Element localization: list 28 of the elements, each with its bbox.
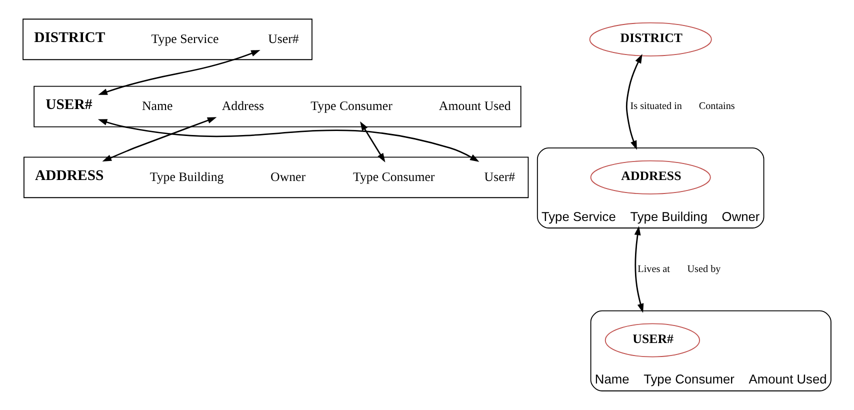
- node-text: User#: [484, 170, 516, 184]
- label: Contains: [698, 101, 735, 112]
- cluster: [24, 156, 529, 198]
- node-text: Address: [222, 98, 264, 113]
- arrow: [98, 119, 480, 162]
- node-text: Type Consumer: [353, 170, 435, 184]
- arrow: [626, 54, 642, 150]
- arrow: [102, 117, 217, 162]
- arrow: [98, 50, 260, 95]
- node-text: Type Service: [151, 32, 219, 46]
- node-text: USER#: [46, 97, 92, 114]
- node-text: DISTRICT: [34, 30, 106, 46]
- node-text: User#: [268, 32, 299, 46]
- node-ellipse: USER#: [604, 323, 700, 358]
- edge-label: Is situated in: [630, 101, 682, 112]
- arrow: [360, 121, 386, 162]
- node-ellipse: DISTRICT: [589, 22, 712, 56]
- node-text: Owner: [270, 170, 306, 184]
- node-text: Name: [142, 98, 173, 113]
- arrow: [634, 226, 644, 313]
- node-ellipse: ADDRESS: [590, 160, 711, 194]
- node-text: ADDRESS: [35, 168, 104, 184]
- node-text: Type Consumer: [310, 98, 392, 113]
- node-text: Amount Used: [438, 98, 511, 113]
- label: Used by: [687, 264, 721, 275]
- node-text: Type Building: [150, 170, 224, 184]
- edge-label: Lives at: [638, 264, 670, 275]
- cluster: [22, 18, 312, 60]
